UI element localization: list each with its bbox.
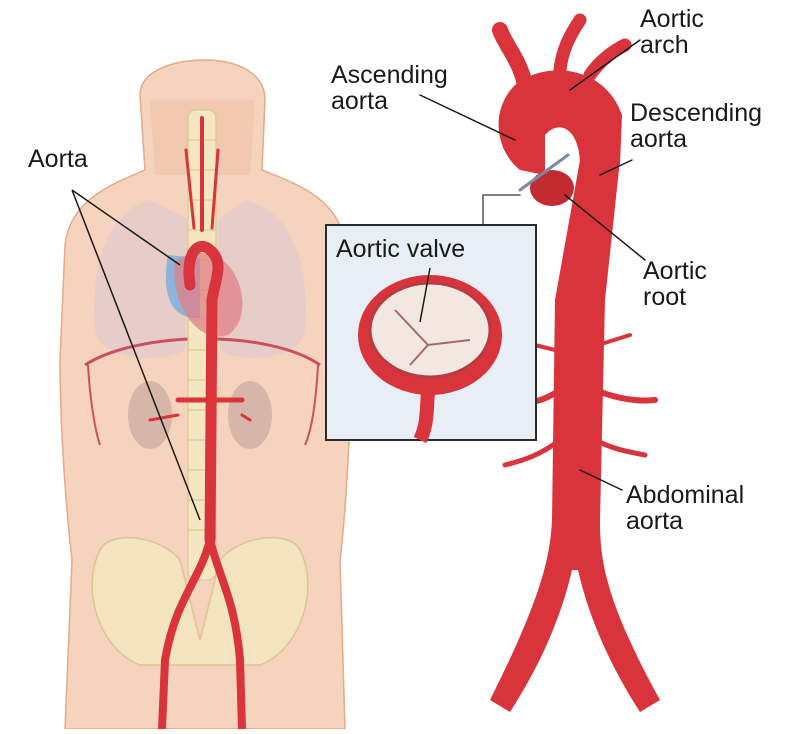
left-lung — [94, 200, 190, 359]
subclavian-branch — [583, 38, 632, 82]
root-leader — [564, 194, 646, 261]
aortic-arch-body — [498, 70, 622, 175]
valve-leader — [419, 267, 431, 323]
aorta-leader-1 — [71, 189, 181, 266]
human-torso — [59, 59, 352, 733]
detailed-aorta — [419, 13, 660, 712]
label-abdominal-aorta-line1: Abdominal — [626, 481, 745, 509]
aortic-root-bulb — [530, 170, 574, 206]
label-aortic-valve: Aortic valve — [336, 235, 466, 263]
aorta-side-branches — [502, 333, 658, 560]
arch-leader — [569, 39, 641, 91]
label-aortic-root-line2: root — [643, 283, 687, 311]
brachiocephalic-branch — [492, 22, 533, 93]
ascending-leader — [419, 94, 516, 141]
abdominal-leader — [579, 469, 623, 491]
label-aortic-arch-line2: arch — [640, 31, 689, 59]
label-aortic-arch-line1: Aortic — [640, 5, 704, 33]
label-abdominal-aorta-line2: aorta — [626, 507, 683, 535]
label-abdominal-aorta: Abdominal aorta — [626, 482, 744, 534]
valve-inner — [368, 281, 492, 379]
label-ascending-aorta-line2: aorta — [331, 87, 388, 115]
label-aortic-root: Aortic root — [643, 258, 707, 310]
body-aorta — [148, 116, 252, 733]
lower-rib-right — [304, 364, 319, 446]
label-descending-aorta-line2: aorta — [630, 125, 687, 153]
right-kidney — [228, 381, 272, 449]
carotid-branch — [553, 13, 587, 77]
descending-leader — [599, 159, 633, 176]
label-descending-aorta: Descending aorta — [630, 100, 762, 152]
label-aorta: Aorta — [28, 145, 88, 173]
lower-rib-left — [87, 364, 101, 446]
label-descending-aorta-line1: Descending — [630, 99, 763, 127]
pelvis — [91, 537, 309, 666]
aortic-valve-inset — [325, 224, 537, 444]
label-ascending-aorta: Ascending aorta — [331, 62, 448, 114]
label-ascending-aorta-line1: Ascending — [331, 61, 448, 89]
descending-aorta-body — [490, 160, 660, 712]
valve-cusps — [394, 309, 471, 366]
aorta-leader-2 — [71, 189, 201, 521]
label-aortic-root-line1: Aortic — [643, 257, 707, 285]
label-aortic-arch: Aortic arch — [640, 6, 704, 58]
left-kidney — [128, 381, 172, 449]
